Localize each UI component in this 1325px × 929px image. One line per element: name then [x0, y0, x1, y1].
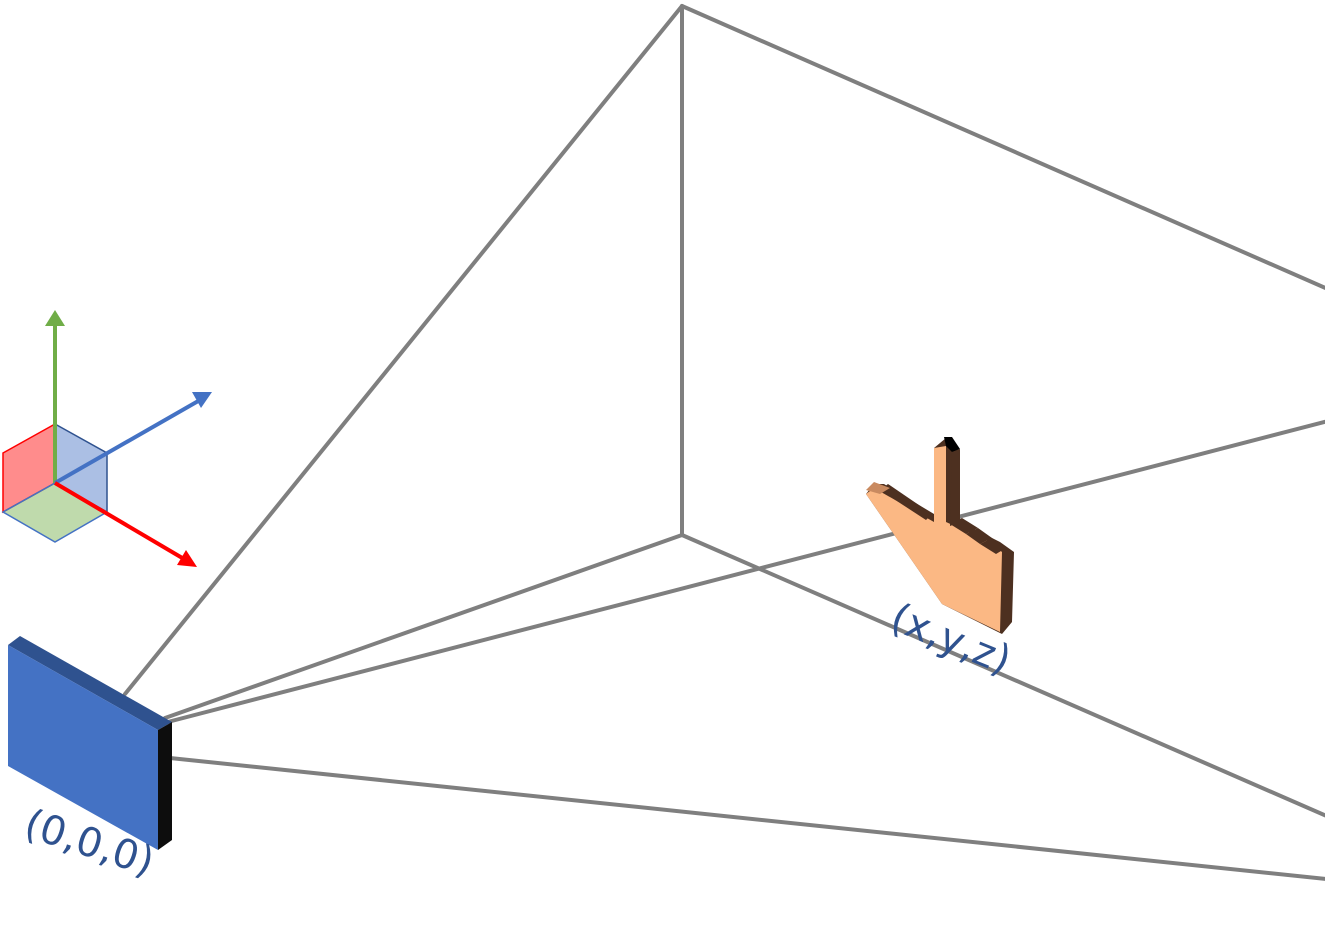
- pointing-hand-icon: [866, 437, 1014, 634]
- frustum-edge-far-bottom: [680, 533, 1325, 818]
- knuckle-1: [950, 518, 978, 534]
- z-axis-arrowhead: [192, 392, 212, 408]
- camera-front-face: [8, 645, 158, 850]
- frustum-edge-bottom: [168, 756, 1325, 881]
- frustum-edge-top-left: [123, 4, 684, 696]
- frustum-edge-far-top: [680, 4, 1325, 291]
- frustum-edge-to-back-corner: [163, 533, 684, 720]
- camera-top-face: [8, 636, 172, 730]
- index-finger-top: [944, 437, 960, 452]
- thumb-tip: [866, 482, 890, 494]
- frustum-edge-to-right-corner: [158, 419, 1325, 726]
- knuckle-2: [966, 528, 992, 544]
- x-axis: [53, 481, 186, 561]
- z-axis: [54, 398, 201, 485]
- depth-camera-icon: [8, 636, 172, 850]
- y-axis-arrowhead: [45, 310, 65, 326]
- index-finger-edge: [950, 449, 960, 526]
- x-axis-arrowhead: [177, 550, 197, 567]
- view-frustum: [123, 4, 1325, 881]
- camera-side-face: [158, 722, 172, 850]
- coordinate-axes-icon: [1, 310, 212, 567]
- hand-body: [866, 446, 1002, 632]
- thumb-edge: [880, 484, 932, 520]
- knuckle-3: [980, 538, 1006, 554]
